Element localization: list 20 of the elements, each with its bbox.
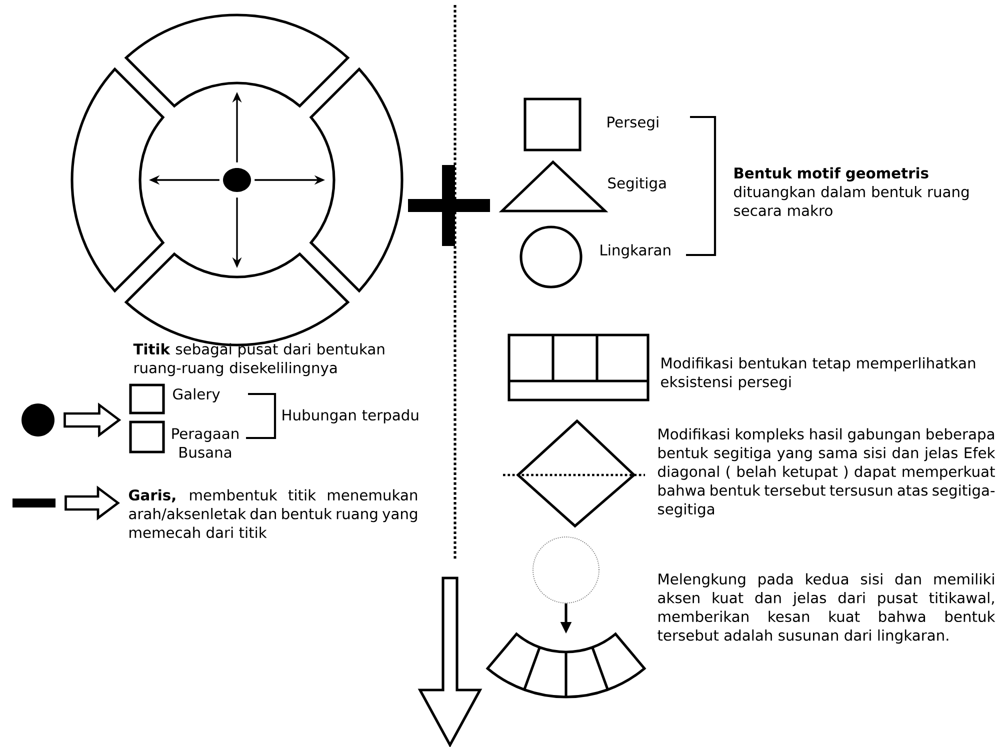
- caption-text: Titik sebagai pusat dari bentukan ruang-ruang disekelilingnya: [133, 343, 384, 376]
- bracket-label: Hubungan terpadu: [282, 409, 418, 424]
- shape-label: Lingkaran: [600, 244, 670, 258]
- description-text: Modifikasi bentukan tetap memperlihatkan eksistensi persegi: [661, 357, 976, 390]
- square-box: [129, 384, 165, 414]
- fan-shape: [486, 632, 646, 698]
- description-text: Garis, membentuk titik menemukan arah/aksenletak dan bentuk ruang yang memecah dari titik: [128, 489, 417, 538]
- shape-label: Segitiga: [608, 177, 666, 192]
- caption-text: Bentuk motif geometris dituangkan dalam bentuk ruang secara makro: [734, 167, 969, 216]
- description-text: Modifikasi kompleks hasil gabungan beberapa bentuk segitiga yang sama sisi dan jelas Efek diagonal ( belah ketupat ) dapat memperkuat bahwa bentuk tersebut tersusun atas segitiga-segitiga: [658, 428, 996, 518]
- description-text: Melengkung pada kedua sisi dan memiliki aksen kuat dan jelas dari pusat titikawal, memberikan kesan kuat bahwa bentuk tersebut adalah susunan dari lingkaran.: [658, 573, 996, 644]
- hollow-arrow: [64, 486, 120, 520]
- filled-dot: [22, 404, 54, 436]
- box-label: Peragaan Busana: [172, 428, 238, 458]
- box-label: Galery: [173, 388, 220, 402]
- thick-dash: [12, 498, 56, 508]
- shape-label: Persegi: [608, 116, 658, 130]
- square-box: [129, 420, 165, 454]
- dotted-circle: [532, 536, 600, 604]
- hollow-arrow: [64, 402, 122, 438]
